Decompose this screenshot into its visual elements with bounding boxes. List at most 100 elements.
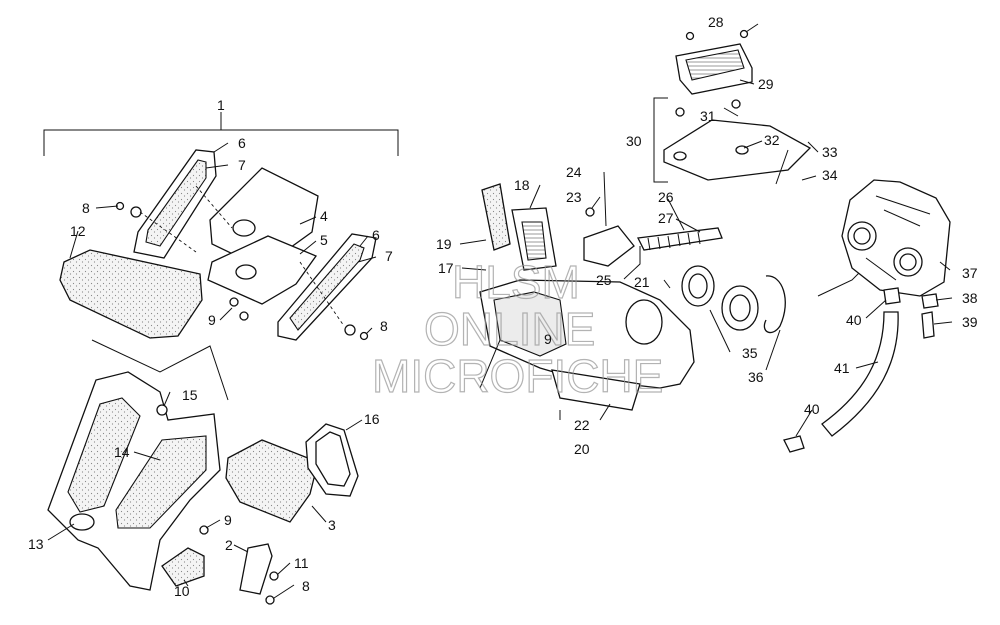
callout-38: 38 <box>962 290 978 306</box>
left-leaders <box>47 142 377 599</box>
callout-20: 20 <box>574 441 590 457</box>
housing-port <box>625 299 663 345</box>
callout-6a: 6 <box>238 135 246 151</box>
callout-41: 41 <box>834 360 850 376</box>
watermark-line-1: HLSM <box>452 256 580 308</box>
callout-7a: 7 <box>238 157 246 173</box>
callout-labels: 1 2 3 4 5 6 6 7 7 8 8 8 9 9 9 10 11 12 1… <box>28 14 978 599</box>
bracket-24 <box>583 225 635 267</box>
callout-31: 31 <box>700 108 716 124</box>
callout-18: 18 <box>514 177 530 193</box>
airbox-emblem <box>69 513 95 531</box>
clamp-40-lower <box>783 435 805 453</box>
screw-9-a <box>229 297 239 307</box>
watermark-line-3: MICROFICHE <box>372 350 663 402</box>
screw-8-right <box>359 331 369 341</box>
group-bracket-30 <box>653 97 668 183</box>
callout-1: 1 <box>217 97 225 113</box>
callout-13: 13 <box>28 536 44 552</box>
callout-25: 25 <box>596 272 612 288</box>
filter-element-upper <box>145 159 207 247</box>
fitting-38 <box>921 293 939 309</box>
duct-35-a-inner <box>688 273 708 299</box>
seal-ring-16-inner <box>315 431 351 487</box>
cover-plate-hole-a <box>673 151 687 161</box>
bolt-31-b <box>731 99 741 109</box>
callout-40b: 40 <box>804 401 820 417</box>
callout-34: 34 <box>822 167 838 183</box>
callout-19: 19 <box>436 236 452 252</box>
screw-9-b <box>239 311 249 321</box>
callout-8c: 8 <box>302 578 310 594</box>
screw-8-lower <box>265 595 275 605</box>
watermark-line-2: ONLINE <box>424 303 595 355</box>
plate-hole <box>232 219 256 237</box>
fitting-40-top <box>883 287 901 305</box>
hose-26 <box>637 227 723 251</box>
center-leaders <box>459 23 871 421</box>
callout-39: 39 <box>962 314 978 330</box>
screw-28-a <box>685 31 695 41</box>
callout-12: 12 <box>70 223 86 239</box>
callout-29: 29 <box>758 76 774 92</box>
callout-8b: 8 <box>380 318 388 334</box>
bottom-plate-20 <box>551 369 641 411</box>
callout-40a: 40 <box>846 312 862 328</box>
filter-18-back <box>481 183 511 251</box>
callout-24: 24 <box>566 164 582 180</box>
right-assembly <box>783 179 953 453</box>
callout-21: 21 <box>634 274 650 290</box>
filter-plate-upper <box>209 167 319 269</box>
foam-block-12 <box>59 249 203 339</box>
clamp-36 <box>763 275 786 334</box>
cap-39 <box>921 311 935 339</box>
hose-27-ribs <box>647 231 701 251</box>
center-assembly <box>459 23 871 421</box>
callout-33: 33 <box>822 144 838 160</box>
callout-9c: 9 <box>544 331 552 347</box>
callout-8a: 8 <box>82 200 90 216</box>
grommet-8-right <box>344 324 356 336</box>
plate-hole-lower <box>235 264 257 280</box>
callout-5: 5 <box>320 232 328 248</box>
callout-30: 30 <box>626 133 642 149</box>
callout-35: 35 <box>742 345 758 361</box>
callout-14: 14 <box>114 444 130 460</box>
throttle-body-detail <box>865 195 931 281</box>
right-leaders <box>795 261 953 437</box>
assembly-outline-link <box>91 339 229 401</box>
airbox-window-right <box>115 435 207 529</box>
callout-9b: 9 <box>224 512 232 528</box>
filter-18-slots <box>521 221 547 261</box>
airbox-housing <box>47 371 221 591</box>
group-bracket-1 <box>43 112 399 156</box>
filter-element-right <box>289 243 365 331</box>
box-29-grille <box>685 49 745 81</box>
nut-15 <box>156 404 168 416</box>
throttle-body-37 <box>841 179 951 297</box>
callout-28: 28 <box>708 14 724 30</box>
watermark: HLSM ONLINE MICROFICHE <box>371 255 664 402</box>
grommet-8-upper <box>130 206 142 218</box>
callout-3: 3 <box>328 517 336 533</box>
filter-plate-lower <box>207 235 318 305</box>
callout-16: 16 <box>364 411 380 427</box>
callout-9a: 9 <box>208 312 216 328</box>
throttle-bore-a-inner <box>853 227 871 245</box>
callout-32: 32 <box>764 132 780 148</box>
bolt-31-a <box>675 107 685 117</box>
callout-36: 36 <box>748 369 764 385</box>
duct-35-b-inner <box>729 294 751 322</box>
callout-10: 10 <box>174 583 190 599</box>
callout-15: 15 <box>182 387 198 403</box>
callout-11: 11 <box>294 555 309 571</box>
callout-37: 37 <box>962 265 978 281</box>
bracket-2 <box>239 543 273 595</box>
cover-plate-10 <box>161 547 205 587</box>
callout-6b: 6 <box>372 227 380 243</box>
callout-4: 4 <box>320 208 328 224</box>
screw-28-b <box>739 29 749 39</box>
callout-22: 22 <box>574 417 590 433</box>
callout-2: 2 <box>225 537 233 553</box>
